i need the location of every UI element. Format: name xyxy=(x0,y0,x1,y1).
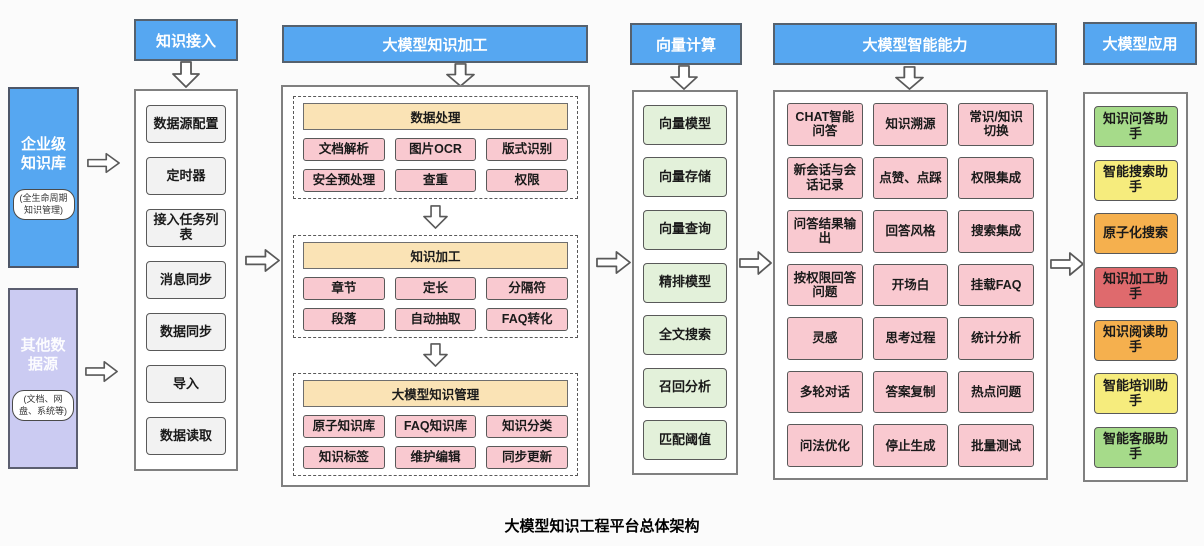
panel-vector-computation: 向量模型 向量存储 向量查询 精排模型 全文搜索 召回分析 匹配阈值 xyxy=(632,90,738,475)
processing-item: 版式识别 xyxy=(486,138,568,161)
arrow-right-icon xyxy=(245,248,280,273)
source-enterprise-kb: 企业级知识库 (全生命周期知识管理) xyxy=(8,87,79,268)
source-enterprise-kb-subtitle: (全生命周期知识管理) xyxy=(12,188,75,221)
processing-item: 知识标签 xyxy=(303,446,385,469)
header-vector-computation: 向量计算 xyxy=(630,23,742,65)
arrow-right-icon xyxy=(739,250,772,276)
processing-item: 段落 xyxy=(303,307,385,331)
ability-item: 按权限回答问题 xyxy=(787,263,863,307)
processing-item: 知识分类 xyxy=(486,415,568,438)
processing-item: 同步更新 xyxy=(486,446,568,469)
processing-item: 查重 xyxy=(394,169,477,192)
processing-item: FAQ知识库 xyxy=(394,415,477,438)
ability-item: 点赞、点踩 xyxy=(872,156,949,200)
arrow-right-icon xyxy=(87,152,120,174)
access-item: 数据读取 xyxy=(146,417,226,455)
ability-item: 权限集成 xyxy=(958,156,1034,200)
vector-item: 匹配阈值 xyxy=(643,420,727,461)
ability-item: 答案复制 xyxy=(872,370,949,414)
access-item: 消息同步 xyxy=(146,261,226,299)
diagram-caption: 大模型知识工程平台总体架构 xyxy=(504,518,700,535)
ability-item: 搜索集成 xyxy=(958,210,1034,253)
access-item: 定时器 xyxy=(146,157,226,195)
app-item: 原子化搜索 xyxy=(1093,213,1178,255)
app-item: 知识加工助手 xyxy=(1093,266,1178,308)
arrow-down-icon xyxy=(293,343,578,368)
ability-item: 热点问题 xyxy=(958,370,1034,414)
ability-item: 回答风格 xyxy=(872,210,949,253)
ability-item: 挂载FAQ xyxy=(958,263,1034,307)
arrow-down-icon xyxy=(293,204,578,229)
source-other-data-subtitle: (文档、网盘、系统等) xyxy=(12,389,74,422)
group-title: 数据处理 xyxy=(303,103,568,130)
arrow-down-icon xyxy=(446,63,475,87)
header-knowledge-access: 知识接入 xyxy=(134,19,238,61)
ability-item: 新会话与会话记录 xyxy=(787,156,863,200)
vector-item: 向量模型 xyxy=(643,104,727,145)
arrow-down-icon xyxy=(172,61,200,88)
access-item: 数据源配置 xyxy=(146,105,226,143)
group-data-processing: 数据处理 文档解析 图片OCR 版式识别 安全预处理 查重 权限 xyxy=(293,96,578,199)
processing-item: 文档解析 xyxy=(303,138,385,161)
source-other-data-title: 其他数据源 xyxy=(20,336,66,374)
processing-item: FAQ转化 xyxy=(486,307,568,331)
panel-knowledge-processing: 数据处理 文档解析 图片OCR 版式识别 安全预处理 查重 权限 知识加工 章节… xyxy=(281,85,590,487)
source-other-data: 其他数据源 (文档、网盘、系统等) xyxy=(8,288,78,469)
group-title: 知识加工 xyxy=(303,241,568,269)
ability-item: 统计分析 xyxy=(958,317,1034,360)
arrow-right-icon xyxy=(85,360,118,383)
app-item: 知识问答助手 xyxy=(1093,106,1178,148)
ability-item: 思考过程 xyxy=(872,317,949,360)
ability-item: 灵感 xyxy=(787,317,863,360)
vector-item: 精排模型 xyxy=(643,262,727,303)
header-llm-applications: 大模型应用 xyxy=(1083,22,1197,65)
arrow-down-icon xyxy=(895,66,924,90)
vector-item: 召回分析 xyxy=(643,367,727,408)
processing-item: 自动抽取 xyxy=(394,307,477,331)
source-enterprise-kb-title: 企业级知识库 xyxy=(20,135,66,173)
arrow-right-icon xyxy=(1050,251,1084,277)
group-llm-knowledge-management: 大模型知识管理 原子知识库 FAQ知识库 知识分类 知识标签 维护编辑 同步更新 xyxy=(293,373,578,476)
ability-item: 知识溯源 xyxy=(872,103,949,146)
ability-item: 问答结果输出 xyxy=(787,210,863,253)
header-knowledge-processing: 大模型知识加工 xyxy=(282,25,588,63)
access-item: 数据同步 xyxy=(146,313,226,351)
panel-llm-abilities: CHAT智能问答 知识溯源 常识/知识切换 新会话与会话记录 点赞、点踩 权限集… xyxy=(773,90,1048,480)
panel-llm-applications: 知识问答助手 智能搜索助手 原子化搜索 知识加工助手 知识阅读助手 智能培训助手… xyxy=(1083,92,1188,482)
processing-item: 定长 xyxy=(394,276,477,300)
ability-item: 多轮对话 xyxy=(787,370,863,414)
access-item: 导入 xyxy=(146,365,226,403)
group-title: 大模型知识管理 xyxy=(303,380,568,407)
group-knowledge-processing: 知识加工 章节 定长 分隔符 段落 自动抽取 FAQ转化 xyxy=(293,234,578,338)
processing-item: 章节 xyxy=(303,276,385,300)
processing-item: 安全预处理 xyxy=(303,169,385,192)
processing-item: 分隔符 xyxy=(486,276,568,300)
ability-item: 停止生成 xyxy=(872,424,949,467)
processing-item: 维护编辑 xyxy=(394,446,477,469)
app-item: 知识阅读助手 xyxy=(1093,319,1178,361)
arrow-right-icon xyxy=(596,250,631,275)
header-llm-abilities: 大模型智能能力 xyxy=(773,23,1057,65)
ability-item: 常识/知识切换 xyxy=(958,103,1034,146)
vector-item: 向量存储 xyxy=(643,157,727,198)
access-item: 接入任务列表 xyxy=(146,209,226,247)
app-item: 智能搜索助手 xyxy=(1093,159,1178,201)
processing-item: 图片OCR xyxy=(394,138,477,161)
ability-item: 问法优化 xyxy=(787,424,863,467)
ability-item: CHAT智能问答 xyxy=(787,103,863,146)
arrow-down-icon xyxy=(670,65,698,90)
ability-item: 开场白 xyxy=(872,263,949,307)
processing-item: 原子知识库 xyxy=(303,415,385,438)
ability-item: 批量测试 xyxy=(958,424,1034,467)
vector-item: 全文搜索 xyxy=(643,315,727,356)
panel-knowledge-access: 数据源配置 定时器 接入任务列表 消息同步 数据同步 导入 数据读取 xyxy=(134,89,238,471)
vector-item: 向量查询 xyxy=(643,209,727,250)
processing-item: 权限 xyxy=(486,169,568,192)
app-item: 智能客服助手 xyxy=(1093,426,1178,468)
app-item: 智能培训助手 xyxy=(1093,373,1178,415)
